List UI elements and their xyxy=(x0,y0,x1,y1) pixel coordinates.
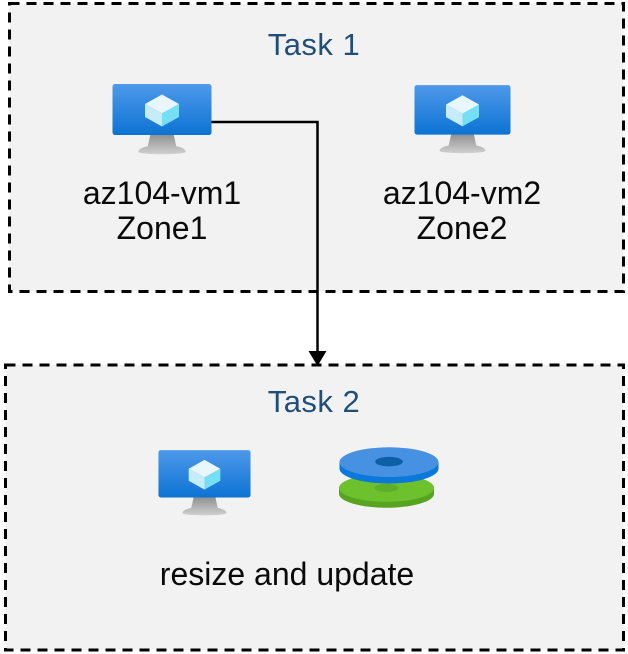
vm1-zone: Zone1 xyxy=(116,210,208,246)
vm2-zone: Zone2 xyxy=(416,210,508,246)
task2-caption: resize and update xyxy=(159,556,415,592)
vm2-name: az104-vm2 xyxy=(382,175,542,211)
task2-title: Task 2 xyxy=(267,384,361,419)
vm1-label: az104-vm1 Zone1 xyxy=(52,176,272,246)
vm2-label: az104-vm2 Zone2 xyxy=(352,176,572,246)
vm1-name: az104-vm1 xyxy=(82,175,242,211)
task2-disks-icon xyxy=(337,447,441,510)
vm1-icon xyxy=(112,84,212,158)
task2-vm-icon xyxy=(158,450,251,519)
task1-title: Task 1 xyxy=(267,27,361,62)
connector-line xyxy=(209,120,319,352)
task2-box xyxy=(4,363,625,652)
vm2-icon xyxy=(414,85,511,157)
connector-arrowhead-icon xyxy=(308,351,327,366)
